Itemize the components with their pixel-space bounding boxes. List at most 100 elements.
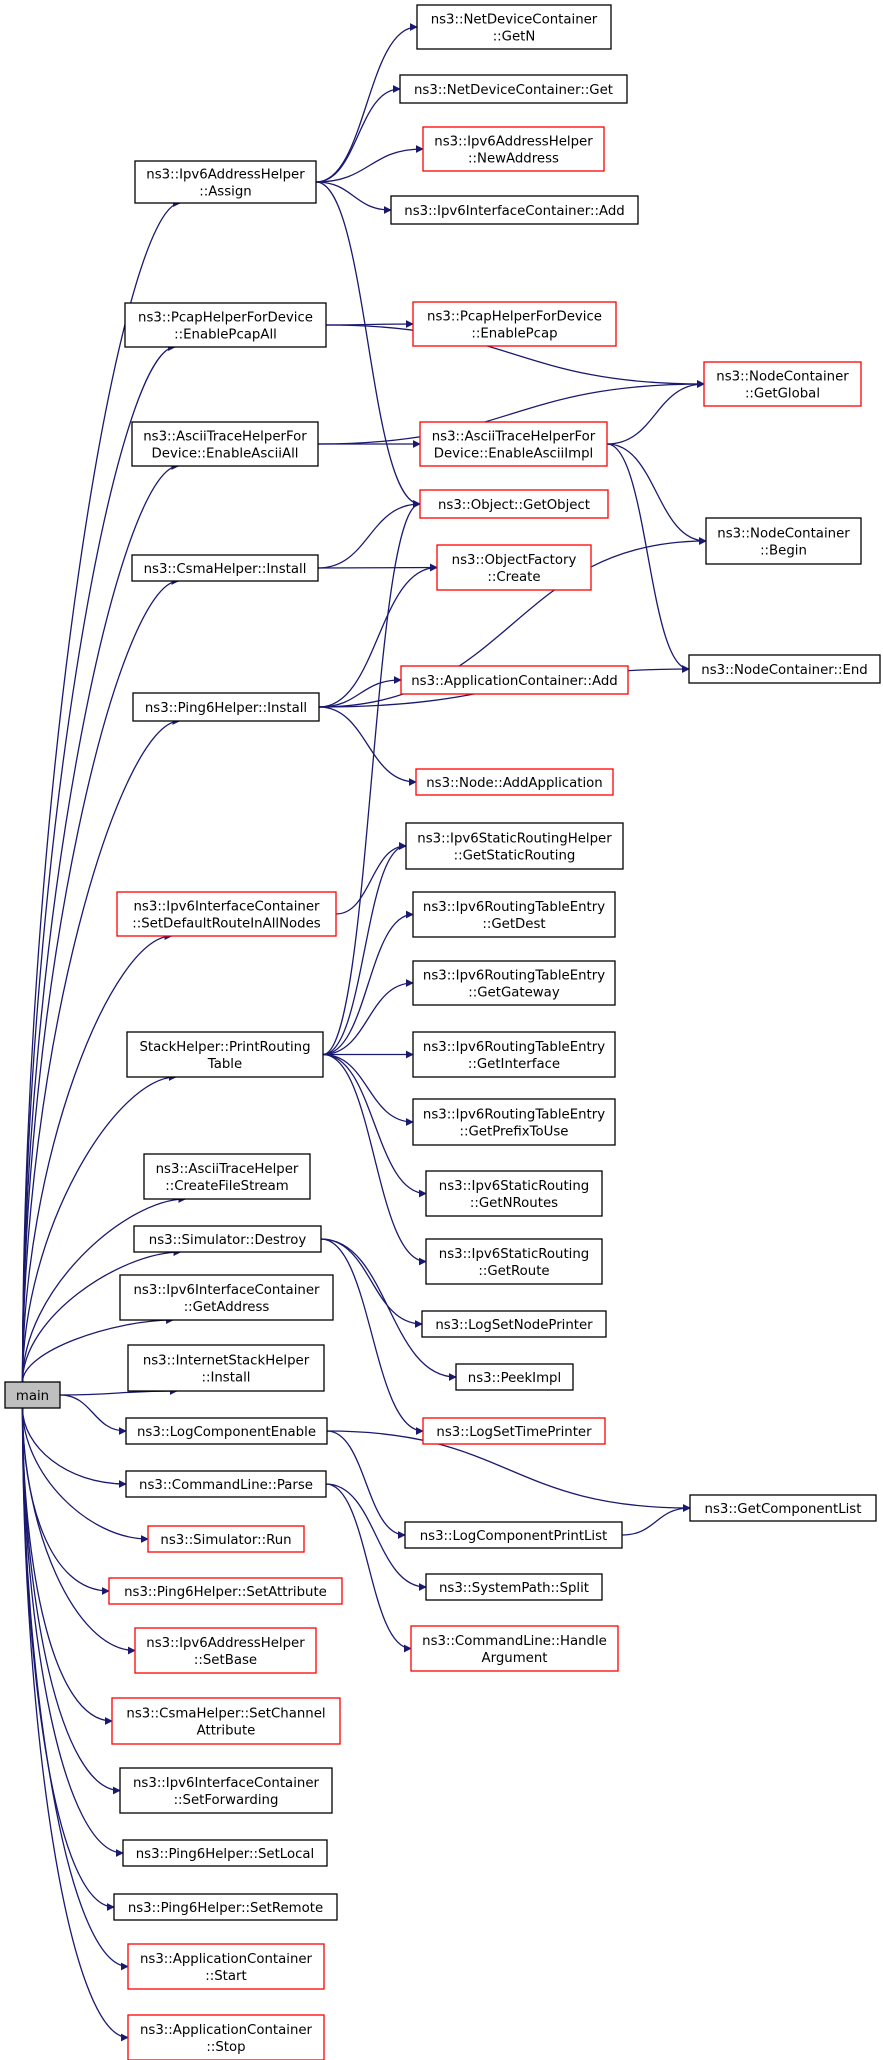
node-label: ::Install <box>202 1371 251 1386</box>
node-nc-end[interactable]: ns3::NodeContainer::End <box>688 654 881 684</box>
edge-ascii-impl-to-nc-begin <box>606 443 707 545</box>
node-rte-getprefix[interactable]: ns3::Ipv6RoutingTableEntry::GetPrefixToU… <box>412 1098 616 1146</box>
node-ipv6addr-setbase[interactable]: ns3::Ipv6AddressHelper::SetBase <box>134 1627 317 1674</box>
node-ascii-createfile[interactable]: ns3::AsciiTraceHelper::CreateFileStream <box>143 1153 311 1200</box>
node-ping6-setattribute[interactable]: ns3::Ping6Helper::SetAttribute <box>108 1577 343 1605</box>
node-label: Attribute <box>197 1724 256 1739</box>
edge-logcomponentenable-to-logcomponentprintlist <box>326 1430 406 1539</box>
node-ipv6addr-assign[interactable]: ns3::Ipv6AddressHelper::Assign <box>134 160 317 204</box>
node-appc-add[interactable]: ns3::ApplicationContainer::Add <box>400 665 629 695</box>
node-box <box>410 1625 619 1672</box>
node-csma-install[interactable]: ns3::CsmaHelper::Install <box>131 554 319 582</box>
node-ipv6addr-newaddress[interactable]: ns3::Ipv6AddressHelper::NewAddress <box>422 126 605 172</box>
node-sr-getroute[interactable]: ns3::Ipv6StaticRouting::GetRoute <box>425 1238 603 1285</box>
node-label: ns3::Ipv6AddressHelper <box>434 135 593 150</box>
node-nc-getglobal[interactable]: ns3::NodeContainer::GetGlobal <box>703 361 862 407</box>
node-logsettimeprinter[interactable]: ns3::LogSetTimePrinter <box>422 1417 606 1445</box>
node-sr-getnroutes[interactable]: ns3::Ipv6StaticRouting::GetNRoutes <box>425 1170 603 1217</box>
node-label: ns3::ApplicationContainer <box>140 1952 313 1967</box>
node-label: ::EnablePcapAll <box>174 328 277 343</box>
node-rte-getdest[interactable]: ns3::Ipv6RoutingTableEntry::GetDest <box>412 891 616 938</box>
node-pcap-enable[interactable]: ns3::PcapHelperForDevice::EnablePcap <box>412 301 617 347</box>
edge-main-to-ping6-install <box>21 717 181 1383</box>
node-ascii-impl[interactable]: ns3::AsciiTraceHelperForDevice::EnableAs… <box>419 421 608 467</box>
edge-path <box>315 145 424 183</box>
node-label: Table <box>207 1057 242 1072</box>
node-box <box>425 1573 603 1601</box>
node-sim-run[interactable]: ns3::Simulator::Run <box>147 1525 305 1553</box>
node-box <box>131 421 319 467</box>
node-rte-getgateway[interactable]: ns3::Ipv6RoutingTableEntry::GetGateway <box>412 960 616 1006</box>
edge-main-to-ascii-createfile <box>21 1195 187 1383</box>
node-ipv6ic-setdefault[interactable]: ns3::Ipv6InterfaceContainer::SetDefaultR… <box>116 891 337 937</box>
node-box <box>134 160 317 204</box>
node-label: ::Begin <box>760 544 807 559</box>
node-logcomponentenable[interactable]: ns3::LogComponentEnable <box>125 1417 328 1445</box>
node-label: ns3::SystemPath::Split <box>439 1581 589 1596</box>
node-ipv6srh-getstatic[interactable]: ns3::Ipv6StaticRoutingHelper::GetStaticR… <box>405 822 624 870</box>
edge-path <box>21 1407 124 1857</box>
node-logsetnodeprinter[interactable]: ns3::LogSetNodePrinter <box>421 1310 607 1338</box>
nodes-layer: mainns3::Ipv6AddressHelper::Assignns3::N… <box>4 4 881 2060</box>
node-box <box>419 421 608 467</box>
node-box <box>133 1225 322 1253</box>
node-appc-start[interactable]: ns3::ApplicationContainer::Start <box>127 1943 325 1990</box>
node-label: ::GetRoute <box>478 1264 549 1279</box>
node-cmdline-parse[interactable]: ns3::CommandLine::Parse <box>125 1470 327 1498</box>
node-ipv6ic-getaddress[interactable]: ns3::Ipv6InterfaceContainer::GetAddress <box>119 1274 334 1321</box>
node-label: ns3::ObjectFactory <box>452 553 577 568</box>
edge-cmdline-parse-to-cmdline-handle <box>325 1483 412 1653</box>
node-label: ns3::LogComponentPrintList <box>420 1529 608 1544</box>
node-logcomponentprintlist[interactable]: ns3::LogComponentPrintList <box>404 1521 623 1549</box>
node-box <box>416 4 612 50</box>
node-box <box>399 74 628 104</box>
node-ascii-all[interactable]: ns3::AsciiTraceHelperForDevice::EnableAs… <box>131 421 319 467</box>
node-label: ns3::CsmaHelper::SetChannel <box>126 1707 325 1722</box>
node-label: ns3::Ipv6AddressHelper <box>146 168 305 183</box>
edge-path <box>21 1407 115 1911</box>
node-box <box>127 1943 325 1990</box>
edge-path <box>318 706 417 786</box>
node-ndc-get[interactable]: ns3::NetDeviceContainer::Get <box>399 74 628 104</box>
node-box <box>134 1627 317 1674</box>
node-box <box>131 554 319 582</box>
node-peekimpl[interactable]: ns3::PeekImpl <box>455 1363 574 1391</box>
node-internetstack-install[interactable]: ns3::InternetStackHelper::Install <box>127 1344 325 1392</box>
edge-path <box>335 842 407 915</box>
edge-stack-print-to-object-getobject <box>322 500 421 1056</box>
edge-path <box>318 563 438 708</box>
node-label: ns3::CommandLine::Handle <box>422 1634 607 1649</box>
edge-path <box>21 717 181 1383</box>
edge-path <box>21 462 180 1383</box>
node-main[interactable]: main <box>4 1381 61 1409</box>
node-ipv6ic-setforwarding[interactable]: ns3::Ipv6InterfaceContainer::SetForwardi… <box>119 1767 333 1814</box>
node-objfactory-create[interactable]: ns3::ObjectFactory::Create <box>436 544 592 591</box>
node-ping6-setlocal[interactable]: ns3::Ping6Helper::SetLocal <box>122 1839 328 1867</box>
node-label: ns3::Ipv6RoutingTableEntry <box>423 900 605 915</box>
node-ipv6ic-add[interactable]: ns3::Ipv6InterfaceContainer::Add <box>390 195 639 225</box>
node-node-addapp[interactable]: ns3::Node::AddApplication <box>415 768 614 796</box>
node-ping6-install[interactable]: ns3::Ping6Helper::Install <box>132 692 320 722</box>
node-pcap-all[interactable]: ns3::PcapHelperForDevice::EnablePcapAll <box>124 302 327 348</box>
edge-path <box>318 537 707 708</box>
node-ping6-setremote[interactable]: ns3::Ping6Helper::SetRemote <box>113 1893 338 1921</box>
node-ndc-getn[interactable]: ns3::NetDeviceContainer::GetN <box>416 4 612 50</box>
node-rte-getinterface[interactable]: ns3::Ipv6RoutingTableEntry::GetInterface <box>412 1031 616 1078</box>
edge-path <box>21 343 177 1383</box>
edge-stack-print-to-sr-getroute <box>322 1053 427 1266</box>
node-appc-stop[interactable]: ns3::ApplicationContainer::Stop <box>127 2014 325 2060</box>
edge-path <box>21 1407 129 1971</box>
node-nc-begin[interactable]: ns3::NodeContainer::Begin <box>705 517 862 565</box>
edge-logcomponentenable-to-getcomponentlist <box>326 1430 691 1512</box>
edge-path <box>322 842 407 1056</box>
node-systempath-split[interactable]: ns3::SystemPath::Split <box>425 1573 603 1601</box>
node-box <box>127 1344 325 1392</box>
node-getcomponentlist[interactable]: ns3::GetComponentList <box>689 1494 877 1522</box>
node-sim-destroy[interactable]: ns3::Simulator::Destroy <box>133 1225 322 1253</box>
node-object-getobject[interactable]: ns3::Object::GetObject <box>419 489 609 519</box>
node-box <box>400 665 629 695</box>
node-box <box>132 692 320 722</box>
